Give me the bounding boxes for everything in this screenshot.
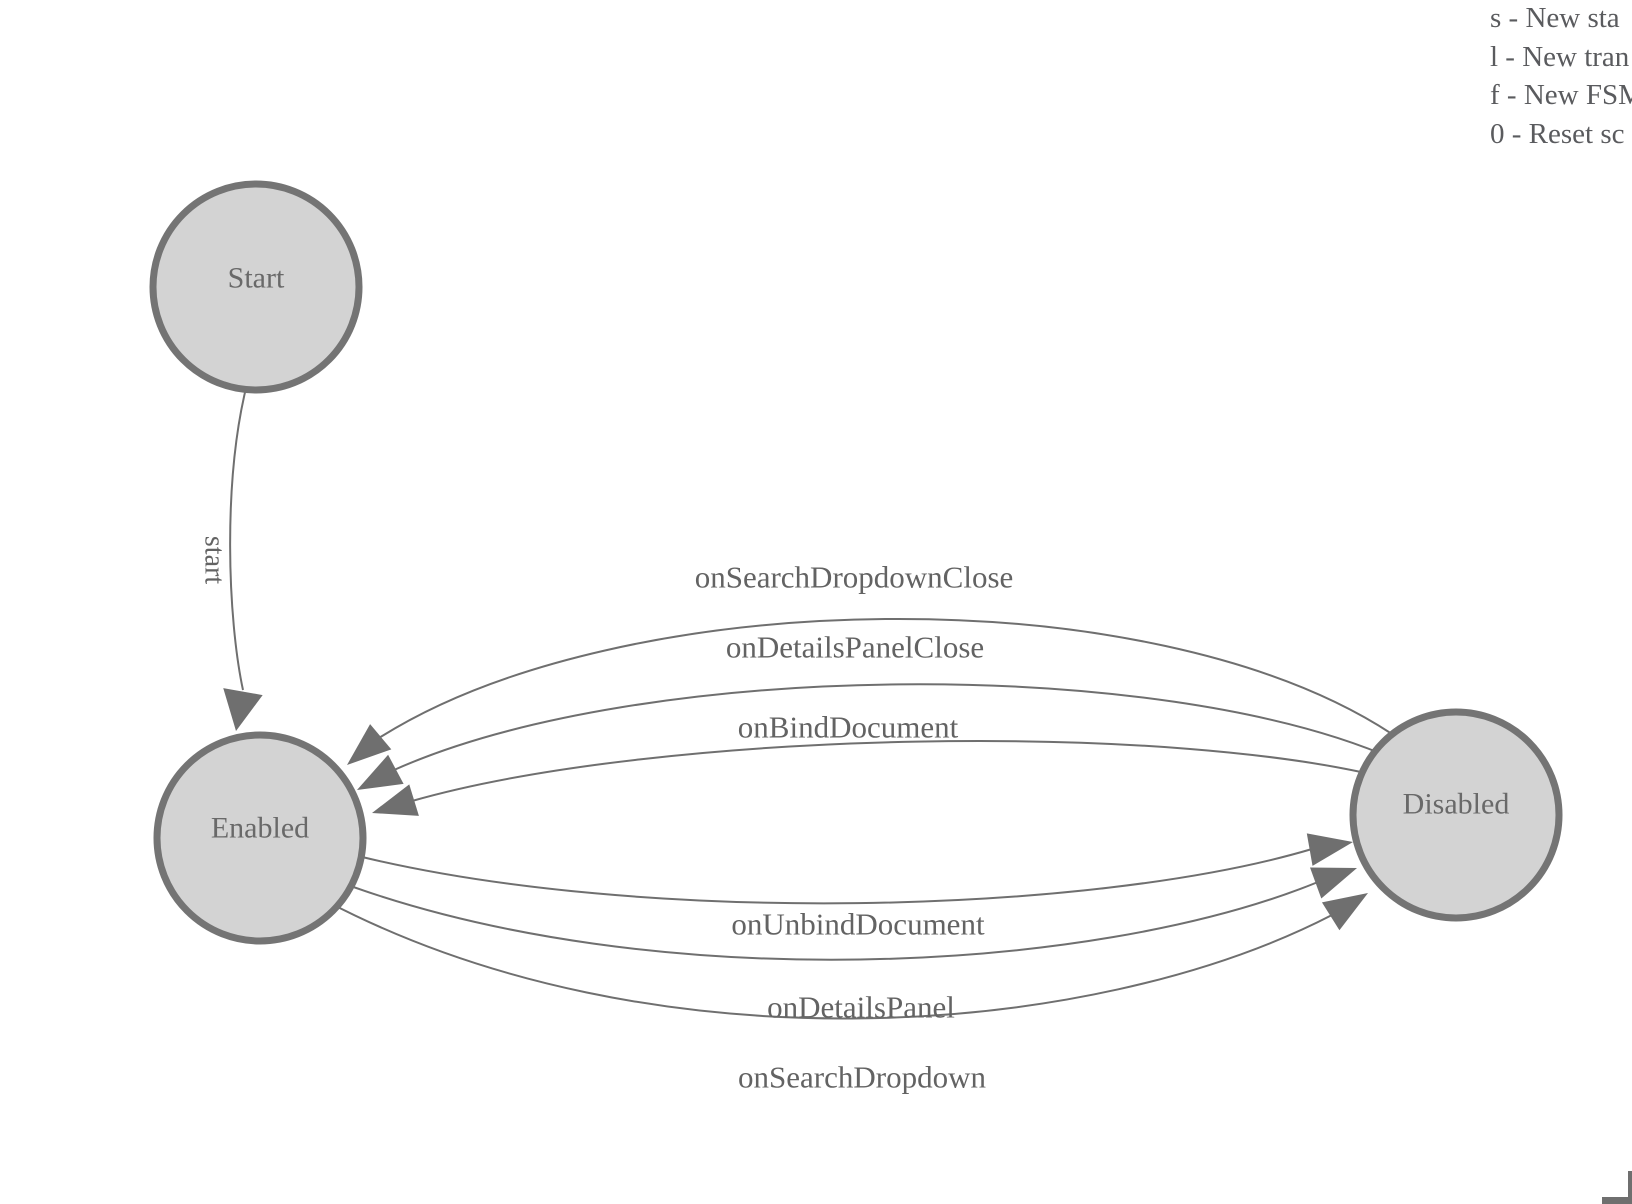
arrowhead-icon <box>1321 893 1368 931</box>
legend-line-new-transition: l - New tran <box>1490 40 1630 73</box>
arrowhead-icon <box>357 754 404 790</box>
state-label-enabled: Enabled <box>211 812 309 845</box>
transition-label-onunbinddocument: onUnbindDocument <box>731 907 985 942</box>
transition-edge-onunbinddocument[interactable] <box>357 848 1313 905</box>
legend-line-new-fsm: f - New FSM <box>1490 79 1632 111</box>
state-node-start[interactable] <box>149 180 363 394</box>
transition-label-ondetailspanel: onDetailsPanel <box>767 990 955 1025</box>
arrowhead-icon <box>1310 867 1357 899</box>
legend: s - New sta l - New tran f - New FSM 0 -… <box>1490 0 1632 153</box>
state-node-disabled[interactable] <box>1349 708 1563 922</box>
transition-edge-start[interactable] <box>229 379 249 691</box>
arrowhead-icon <box>372 784 419 816</box>
legend-line-new-state: s - New sta <box>1490 2 1620 34</box>
transition-labels: start onSearchDropdownClose onDetailsPan… <box>199 536 1014 1095</box>
arrowhead-icon <box>1306 833 1353 866</box>
clipped-corner-vertical-bar <box>1628 1171 1632 1204</box>
transition-label-onbinddocument: onBindDocument <box>738 710 959 745</box>
arrowhead-icon <box>223 688 263 731</box>
state-node-enabled[interactable] <box>153 731 367 945</box>
arrowheads <box>223 688 1368 931</box>
transition-edge-onbinddocument[interactable] <box>411 740 1403 802</box>
arrowhead-icon <box>347 724 392 765</box>
states <box>149 180 1563 945</box>
transition-label-onsearchdropdown: onSearchDropdown <box>738 1060 986 1095</box>
transition-label-ondetailspanelclose: onDetailsPanelClose <box>726 630 984 665</box>
transition-label-start: start <box>199 536 230 584</box>
state-labels: Start Enabled Disabled <box>211 262 1509 845</box>
clipped-corner-horizontal-bar <box>1602 1197 1632 1204</box>
state-label-start: Start <box>228 262 285 295</box>
legend-line-reset-scale: 0 - Reset sc <box>1490 117 1625 150</box>
transition-edge-ondetailspanel[interactable] <box>344 881 1319 961</box>
transition-edge-onsearchdropdown[interactable] <box>327 901 1333 1020</box>
transition-edge-onsearchdropdownclose[interactable] <box>378 618 1393 739</box>
transition-edge-ondetailspanelclose[interactable] <box>393 683 1397 771</box>
edges <box>229 379 1403 1020</box>
state-label-disabled: Disabled <box>1403 788 1510 821</box>
transition-label-onsearchdropdownclose: onSearchDropdownClose <box>695 560 1014 595</box>
